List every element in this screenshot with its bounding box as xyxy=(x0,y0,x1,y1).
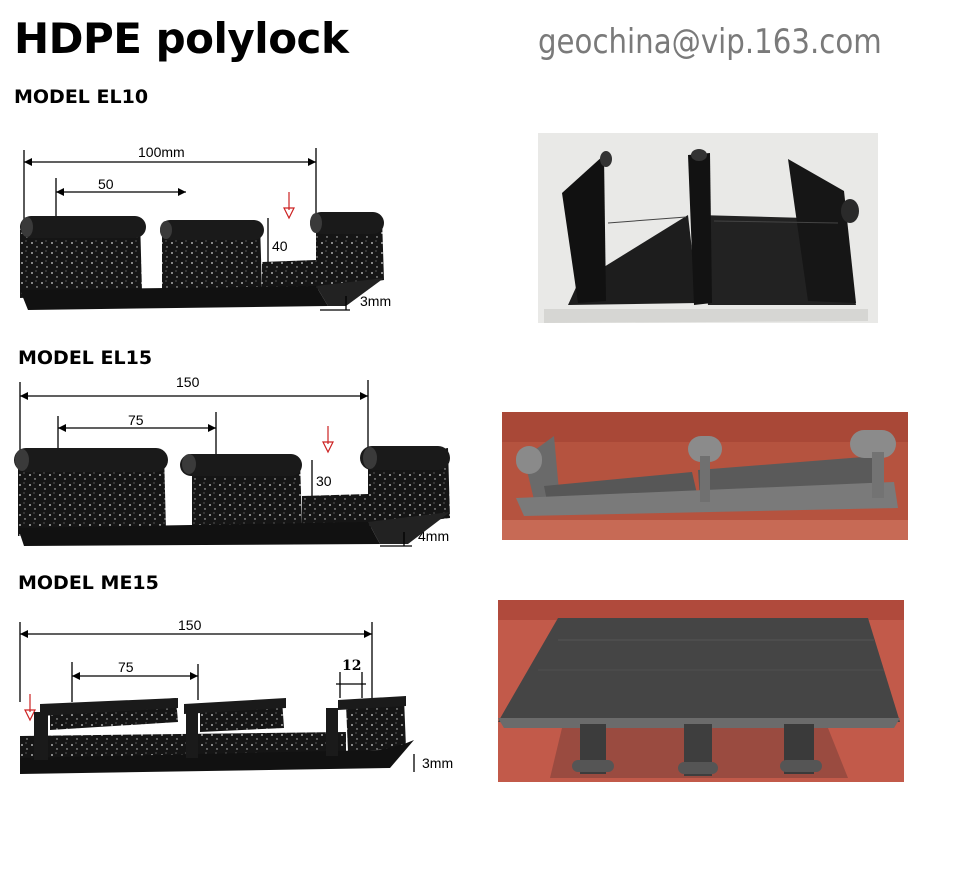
model-el15-label: MODEL EL15 xyxy=(18,347,153,369)
me15-spacing: 75 xyxy=(118,659,134,675)
model-el10-photo xyxy=(538,133,878,323)
contact-email: geochina@vip.163.com xyxy=(538,22,882,62)
el15-profile xyxy=(14,446,450,546)
model-el15-drawing: 150 75 30 4mm xyxy=(14,374,450,547)
model-me15-drawing: 150 75 12 30 3mm xyxy=(19,617,453,774)
el15-dimension-lines xyxy=(19,380,369,496)
me15-dimension-lines xyxy=(19,622,373,702)
me15-profile xyxy=(20,696,414,774)
me15-thickness: 3mm xyxy=(422,755,453,771)
model-me15-photo xyxy=(498,600,904,782)
model-el10-label: MODEL EL10 xyxy=(14,86,149,108)
el10-profile xyxy=(20,212,384,310)
page-title: HDPE polylock xyxy=(14,14,349,63)
el15-thickness: 4mm xyxy=(418,528,449,544)
el15-arrow-icon xyxy=(322,426,334,454)
me15-total-width: 150 xyxy=(178,617,202,633)
el15-spacing: 75 xyxy=(128,412,144,428)
model-el10-drawing: 100mm 50 40 3mm xyxy=(20,144,391,311)
el10-dimension-lines xyxy=(23,148,317,262)
el15-total-width: 150 xyxy=(176,374,200,390)
el10-total-width: 100mm xyxy=(138,144,185,160)
el15-height: 30 xyxy=(316,473,332,489)
el10-height: 40 xyxy=(272,238,288,254)
model-el15-photo xyxy=(502,412,908,540)
el10-arrow-icon xyxy=(283,192,295,220)
el10-spacing: 50 xyxy=(98,176,114,192)
el10-thickness: 3mm xyxy=(360,293,391,309)
me15-fin-width: 12 xyxy=(342,658,361,674)
model-me15-label: MODEL ME15 xyxy=(18,572,159,594)
me15-arrow-icon xyxy=(24,694,36,722)
